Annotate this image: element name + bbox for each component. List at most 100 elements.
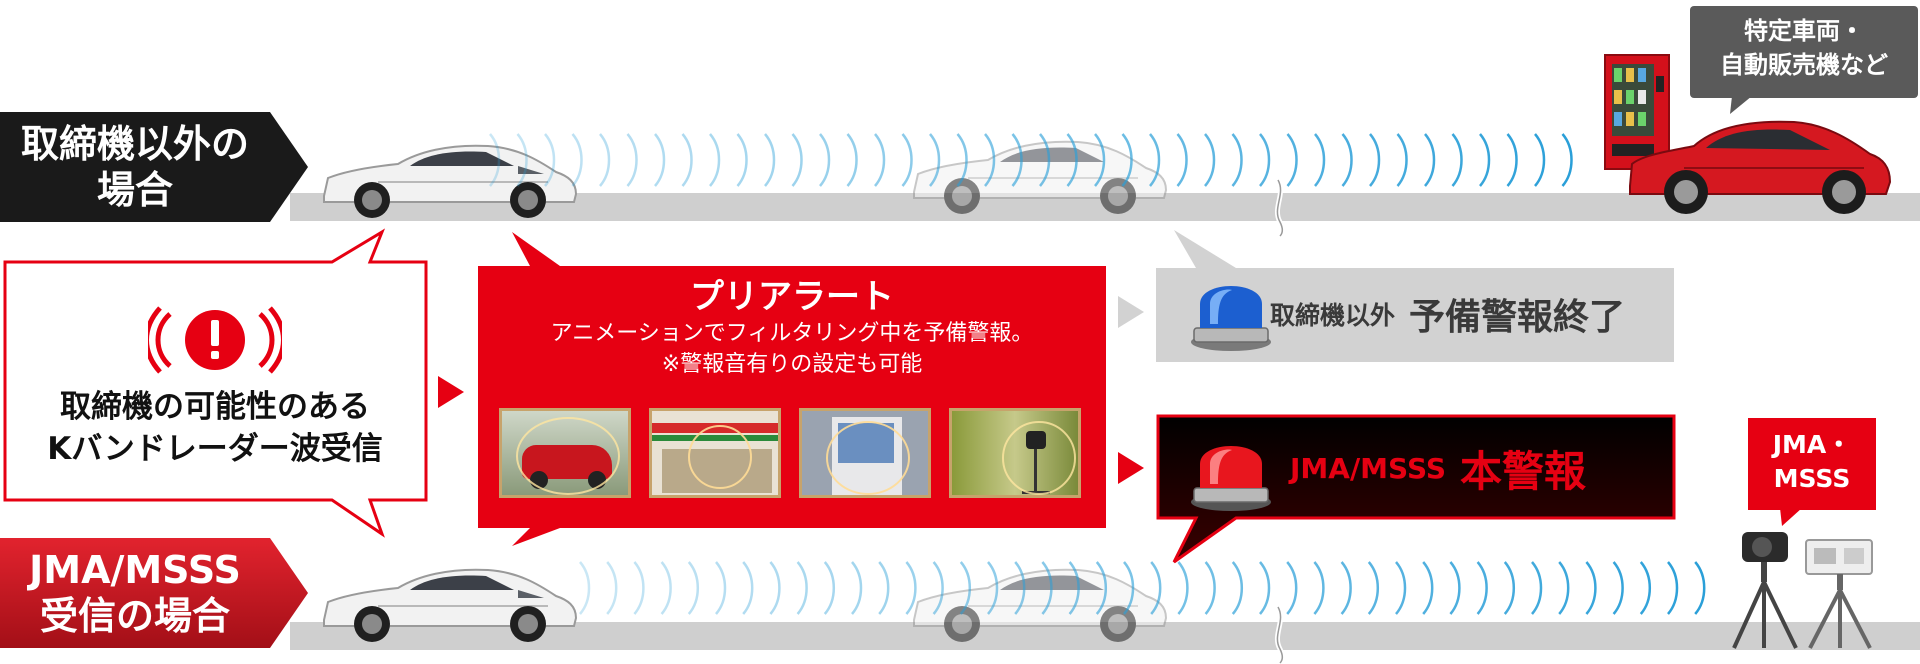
radar-wave-arc bbox=[1422, 561, 1434, 615]
radar-tripod-unit bbox=[1805, 539, 1873, 649]
source-bottom-line1: JMA・ bbox=[1772, 430, 1852, 459]
scenario-top-label-line1: 取締機以外の bbox=[20, 122, 249, 166]
radar-wave-arc bbox=[1612, 561, 1624, 615]
radar-wave-arc bbox=[1503, 561, 1516, 615]
radar-wave-arc bbox=[1396, 133, 1408, 187]
radar-wave-arc bbox=[709, 133, 721, 187]
radar-wave-arc bbox=[516, 133, 528, 187]
prealert-line2: ※警報音有りの設定も可能 bbox=[661, 352, 923, 377]
radar-wave-arc bbox=[1150, 561, 1162, 615]
radar-wave-arc bbox=[987, 561, 999, 615]
top-road-break bbox=[1274, 178, 1285, 238]
radar-wave-arc bbox=[489, 133, 501, 187]
end-warning-small: 取締機以外 bbox=[1270, 301, 1396, 330]
radar-wave-arc bbox=[1204, 133, 1216, 187]
radar-wave-arc bbox=[851, 561, 863, 615]
radar-wave-arc bbox=[715, 561, 727, 615]
radar-wave-arc bbox=[1231, 561, 1244, 615]
radar-wave-arc bbox=[742, 561, 754, 615]
prealert-line1: アニメーションでフィルタリング中を予備警報。 bbox=[550, 321, 1034, 346]
radar-wave-arc bbox=[1068, 561, 1080, 615]
bottom-road-break bbox=[1274, 605, 1285, 664]
radar-tripod-camera bbox=[1732, 532, 1798, 649]
radar-wave-arc bbox=[1341, 133, 1353, 187]
main-warning-big: 本警報 bbox=[1460, 446, 1587, 496]
radar-wave-arc bbox=[1314, 133, 1326, 187]
radar-wave-arc bbox=[1011, 133, 1023, 187]
radar-wave-arc bbox=[1095, 561, 1108, 615]
red-suv bbox=[1629, 120, 1892, 214]
radar-wave-arc bbox=[626, 133, 638, 187]
detection-panel-frame bbox=[3, 228, 428, 538]
radar-wave-arc bbox=[929, 133, 941, 187]
radar-wave-arc bbox=[1451, 133, 1463, 187]
radar-wave-arc bbox=[1367, 561, 1380, 615]
scenario-bottom-label-line2: 受信の場合 bbox=[39, 594, 230, 638]
radar-wave-arc bbox=[1204, 561, 1216, 615]
radar-wave-arc bbox=[579, 561, 591, 615]
radar-wave-arc bbox=[901, 133, 913, 187]
detection-line2: Kバンドレーダー波受信 bbox=[47, 431, 383, 467]
main-warning-panel-frame bbox=[1156, 414, 1676, 564]
radar-wave-arc bbox=[1561, 133, 1573, 187]
radar-wave-arc bbox=[1041, 561, 1053, 615]
radar-wave-arc bbox=[796, 561, 808, 615]
radar-wave-arc bbox=[1121, 133, 1133, 187]
source-top-line2: 自動販売機など bbox=[1720, 51, 1888, 79]
main-warning-small: JMA/MSSS bbox=[1290, 451, 1447, 485]
radar-wave-arc bbox=[1149, 133, 1161, 187]
end-warning-text: 取締機以外 予備警報終了 bbox=[1270, 274, 1670, 354]
alert-icon bbox=[148, 306, 282, 374]
radar-waves-bottom bbox=[579, 561, 1706, 615]
radar-wave-arc bbox=[599, 133, 611, 187]
radar-wave-arc bbox=[1531, 561, 1543, 615]
radar-wave-arc bbox=[1694, 561, 1706, 615]
radar-wave-arc bbox=[633, 561, 645, 615]
arrow-to-end-warning bbox=[1118, 296, 1144, 328]
prealert-text: プリアラート アニメーションでフィルタリング中を予備警報。 ※警報音有りの設定も… bbox=[478, 276, 1106, 380]
blue-beacon-icon bbox=[1191, 286, 1271, 351]
scenario-top-label: 取締機以外の 場合 bbox=[0, 112, 310, 222]
radar-wave-arc bbox=[823, 561, 836, 615]
vending-machine bbox=[1604, 54, 1670, 170]
source-bottom-callout: JMA・ MSSS bbox=[1748, 418, 1876, 526]
radar-wave-arc bbox=[1476, 561, 1488, 615]
radar-wave-arc bbox=[1585, 561, 1597, 615]
radar-wave-arc bbox=[1259, 133, 1271, 187]
radar-wave-arc bbox=[1534, 133, 1546, 187]
radar-wave-arc bbox=[819, 133, 831, 187]
radar-wave-arc bbox=[959, 561, 972, 615]
radar-wave-arc bbox=[1639, 561, 1652, 615]
radar-wave-arc bbox=[1558, 561, 1570, 615]
radar-wave-arc bbox=[1369, 133, 1381, 187]
radar-wave-arc bbox=[1094, 133, 1106, 187]
radar-wave-arc bbox=[654, 133, 666, 187]
radar-wave-arc bbox=[764, 133, 776, 187]
source-top-line1: 特定車両・ bbox=[1744, 17, 1864, 45]
radar-wave-arc bbox=[1313, 561, 1325, 615]
radar-wave-arc bbox=[1231, 133, 1243, 187]
red-beacon-icon bbox=[1191, 446, 1271, 511]
detection-text: 取締機の可能性のある Kバンドレーダー波受信 bbox=[6, 386, 424, 470]
sedan-bottom-left bbox=[323, 568, 578, 642]
main-warning-text: JMA/MSSS 本警報 bbox=[1290, 430, 1674, 506]
radar-wave-arc bbox=[1449, 561, 1461, 615]
radar-wave-arc bbox=[1066, 133, 1078, 187]
radar-wave-arc bbox=[1479, 133, 1491, 187]
radar-wave-arc bbox=[1424, 133, 1436, 187]
radar-waves-top bbox=[489, 133, 1573, 187]
detection-line1: 取締機の可能性のある bbox=[60, 389, 370, 425]
thumbnail-vending-machine bbox=[799, 408, 931, 498]
scenario-bottom-label: JMA/MSSS 受信の場合 bbox=[0, 538, 310, 648]
end-warning-panel-frame bbox=[1156, 230, 1674, 362]
source-bottom-line2: MSSS bbox=[1773, 464, 1851, 493]
radar-wave-arc bbox=[769, 561, 781, 615]
radar-wave-arc bbox=[687, 561, 700, 615]
radar-wave-arc bbox=[571, 133, 583, 187]
radar-wave-arc bbox=[905, 561, 917, 615]
radar-wave-arc bbox=[791, 133, 803, 187]
thumbnail-red-suv bbox=[499, 408, 631, 498]
thumbnail-roadside-radar bbox=[949, 408, 1081, 498]
radar-wave-arc bbox=[544, 133, 556, 187]
